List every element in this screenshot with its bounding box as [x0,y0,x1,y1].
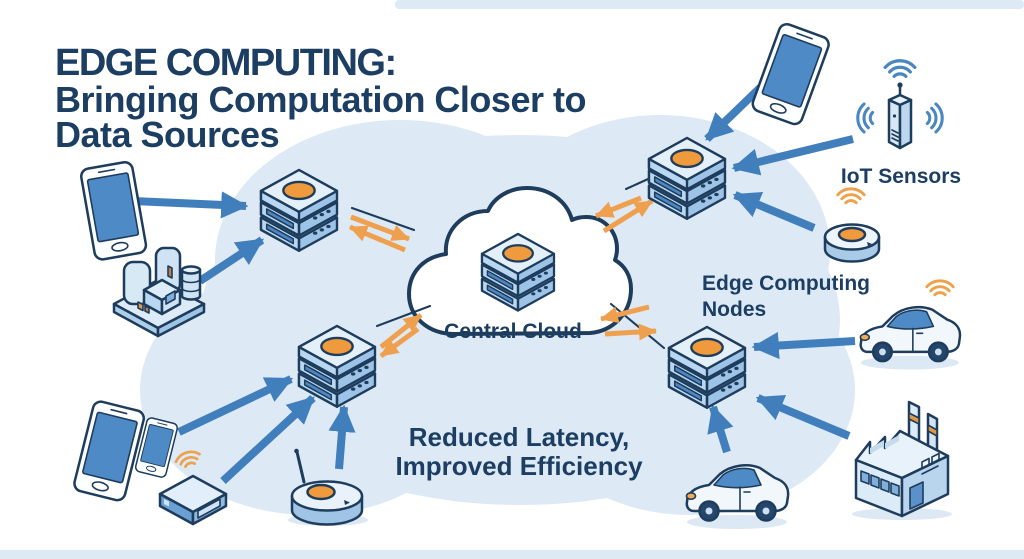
arrow-node-tl-to-cloud [350,214,410,242]
central-cloud-label: Central Cloud [444,320,582,343]
edge-nodes-label-line-2: Nodes [702,298,766,321]
iot-sensors-label: IoT Sensors [841,165,961,188]
arrow-cloud-to-node-tl [349,224,406,253]
arrow-plant-to-node-top-left [197,236,265,285]
edge-nodes-label-line-1: Edge Computing [702,272,870,295]
arrow-sensor-to-node-top-right [731,135,854,176]
arrow-factory-to-node-right [755,394,851,440]
gateway-box-icon [158,474,228,526]
device-to-edge-arrows [132,81,856,484]
arrow-phone-to-node-top-right [704,81,767,142]
title-block: EDGE COMPUTING: Bringing Computation Clo… [55,42,586,155]
arrow-cloud-to-node-bl [379,326,420,359]
title-line-2: Bringing Computation Closer to [55,79,586,120]
title-line-3: Data Sources [55,114,279,155]
title-line-1: EDGE COMPUTING: [55,42,396,84]
arrow-car-to-node-right [751,331,856,360]
arrow-phone-to-node-top-left [132,191,249,219]
industrial-plant-icon [112,246,206,338]
arrow-node-r-to-cloud [600,304,650,324]
benefit-label-line-2: Improved Efficiency [395,451,643,481]
arrow-router-to-node-bottom-left [328,404,356,470]
link-line-right [609,302,666,350]
arrow-cloud-to-node-tr [602,198,654,234]
arrow-gateway-to-node-bottom-left [220,395,316,484]
arrow-cloud-to-node-r [604,323,657,341]
router-icon [288,448,368,526]
arrow-phones-to-node-bottom-left [177,375,294,436]
arrow-car-bottom-to-node-right [707,404,734,454]
benefit-label-line-1: Reduced Latency, [409,422,630,452]
iot-sensor-icon [887,82,913,150]
factory-icon [852,400,952,520]
sensor-puck-icon [823,223,881,263]
arrow-puck-to-node-top-right [732,191,816,232]
